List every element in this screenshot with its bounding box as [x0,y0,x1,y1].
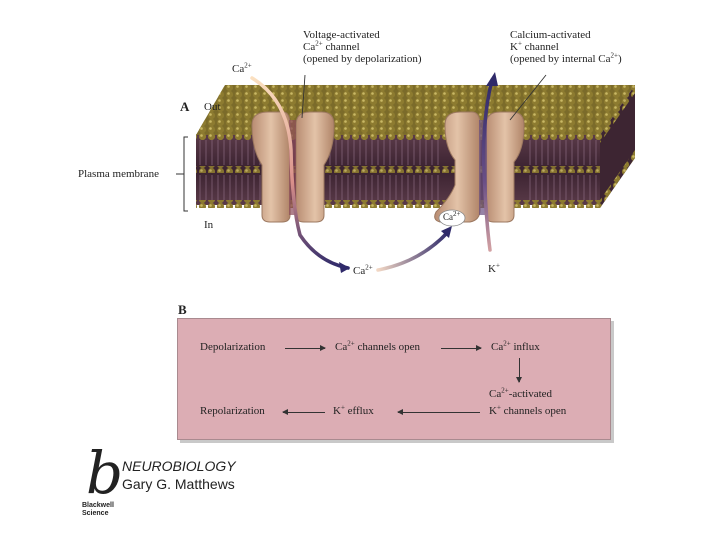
repolarization-step: Repolarization [200,405,265,417]
arrow-1 [285,345,326,351]
membrane-diagram [176,72,635,273]
ca-ion-inside-label: Ca2+ [353,263,373,277]
plasma-membrane-label: Plasma membrane [78,168,159,180]
ca-ion-bound-label: Ca2+ [443,210,461,223]
arrow-3 [516,358,522,383]
calcium-activated-k-channel [434,111,525,223]
ca-diffusion-arrow [376,226,452,272]
leader-lines [301,74,547,121]
membrane-side-face [600,85,635,208]
book-title: NEUROBIOLOGY [122,458,236,474]
book-author: Gary G. Matthews [122,476,235,492]
ca-influx-arrow [250,76,350,273]
channels-open-step: Ca2+ channels open [335,339,421,353]
arrow-2 [441,345,482,351]
k-efflux-step: K+ efflux [333,403,374,417]
k-efflux-arrow [481,72,498,252]
membrane-bracket [176,136,188,212]
voltage-channel-label: Voltage-activated Ca2+ channel (opened b… [303,29,422,65]
panel-a-letter: A [180,99,190,114]
feedback-flowchart: Depolarization Ca2+ channels open Ca2+ i… [177,318,611,440]
publisher-name: Blackwell Science [82,502,114,517]
calcium-channel-label: Calcium-activated K+ channel (opened by … [510,29,622,65]
panel-b-letter: B [178,302,187,317]
influx-step: Ca2+ influx [491,339,540,353]
out-label: Out [204,101,221,113]
arrow-4 [397,409,480,415]
ca-ion-outside-label: Ca2+ [232,61,252,75]
in-label: In [204,219,214,231]
publisher-logo: b [86,439,124,507]
depolarization-step: Depolarization [200,341,266,353]
k-ion-label: K+ [488,261,500,275]
arrow-5 [282,409,325,415]
bound-ca-ion [438,209,466,227]
ca-activated-step: Ca2+-activated [489,386,553,400]
k-channels-open-step: K+ channels open [489,403,567,417]
